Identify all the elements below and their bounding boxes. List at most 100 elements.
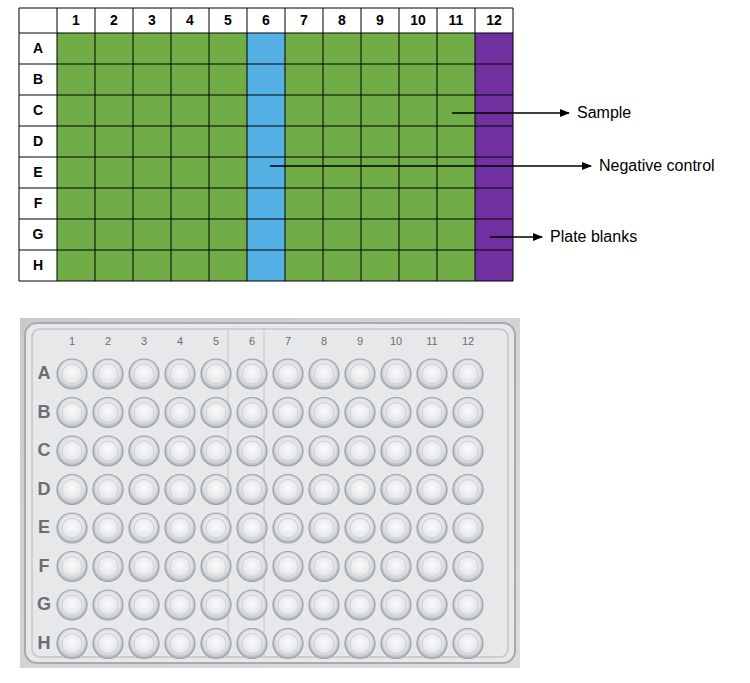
well-bottom xyxy=(242,441,262,461)
plate-well xyxy=(237,359,267,389)
well-cell xyxy=(361,219,399,250)
well-bottom xyxy=(278,364,298,384)
well-cell xyxy=(361,126,399,157)
grid-line xyxy=(323,8,324,281)
well-cell xyxy=(437,219,475,250)
plate-well xyxy=(273,436,303,466)
plate-well xyxy=(93,552,123,582)
plate-row-mark: B xyxy=(37,403,52,423)
well-cell xyxy=(247,219,285,250)
well-cell xyxy=(171,64,209,95)
well-bottom xyxy=(314,557,334,577)
well-cell xyxy=(133,250,171,281)
well-bottom xyxy=(422,595,442,615)
plate-well xyxy=(237,398,267,428)
grid-line xyxy=(513,8,514,281)
well-cell xyxy=(399,64,437,95)
well-bottom xyxy=(386,595,406,615)
well-bottom xyxy=(98,518,118,538)
well-cell xyxy=(247,250,285,281)
well-bottom xyxy=(386,480,406,500)
well-cell xyxy=(95,95,133,126)
well-bottom xyxy=(242,634,262,654)
plate-well xyxy=(57,475,87,505)
plate-well xyxy=(201,475,231,505)
plate-column-mark: 3 xyxy=(140,335,148,347)
well-bottom xyxy=(206,480,226,500)
column-header: 12 xyxy=(486,13,502,28)
well-cell xyxy=(209,188,247,219)
well-bottom xyxy=(206,634,226,654)
well-bottom xyxy=(422,634,442,654)
well-cell xyxy=(247,64,285,95)
well-cell xyxy=(437,95,475,126)
well-cell xyxy=(209,33,247,64)
plate-well xyxy=(381,359,411,389)
plate-well xyxy=(417,436,447,466)
well-cell xyxy=(247,33,285,64)
well-bottom xyxy=(458,557,478,577)
plate-rim xyxy=(32,329,508,657)
well-cell xyxy=(475,157,513,188)
well-bottom xyxy=(170,518,190,538)
well-bottom xyxy=(206,518,226,538)
well-bottom xyxy=(242,364,262,384)
plate-column-mark: 2 xyxy=(104,335,112,347)
well-cell xyxy=(171,157,209,188)
plate-well xyxy=(345,398,375,428)
well-bottom xyxy=(350,595,370,615)
plate-well xyxy=(273,590,303,620)
grid-line xyxy=(247,8,248,281)
well-bottom xyxy=(134,403,154,423)
well-cell xyxy=(171,126,209,157)
plate-well xyxy=(165,436,195,466)
well-bottom xyxy=(350,634,370,654)
well-bottom xyxy=(314,595,334,615)
row-header: G xyxy=(33,227,44,242)
column-header: 2 xyxy=(110,13,118,28)
well-bottom xyxy=(458,441,478,461)
well-cell xyxy=(285,64,323,95)
well-bottom xyxy=(314,480,334,500)
callout-label: Negative control xyxy=(599,157,715,175)
well-bottom xyxy=(206,403,226,423)
grid-line xyxy=(209,8,210,281)
plate-column-mark: 7 xyxy=(284,335,292,347)
well-bottom xyxy=(278,480,298,500)
well-bottom xyxy=(170,480,190,500)
plate-well xyxy=(237,513,267,543)
well-bottom xyxy=(350,480,370,500)
well-bottom xyxy=(134,364,154,384)
grid-line xyxy=(95,8,96,281)
well-bottom xyxy=(62,557,82,577)
well-bottom xyxy=(278,634,298,654)
well-bottom xyxy=(458,518,478,538)
well-bottom xyxy=(458,634,478,654)
well-bottom xyxy=(278,441,298,461)
well-cell xyxy=(95,33,133,64)
plate-well xyxy=(345,436,375,466)
leader-lines xyxy=(270,113,591,237)
well-cell xyxy=(475,33,513,64)
well-cell xyxy=(399,33,437,64)
well-bottom xyxy=(350,441,370,461)
well-bottom xyxy=(314,518,334,538)
plate-well xyxy=(237,475,267,505)
plate-well xyxy=(309,513,339,543)
well-bottom xyxy=(98,403,118,423)
plate-well xyxy=(309,436,339,466)
plate-well xyxy=(201,513,231,543)
plate-well xyxy=(417,629,447,659)
row-header: H xyxy=(33,258,43,273)
plate-well xyxy=(57,552,87,582)
well-bottom xyxy=(314,403,334,423)
well-cell xyxy=(247,157,285,188)
well-bottom xyxy=(62,595,82,615)
plate-well xyxy=(453,513,483,543)
well-cell xyxy=(399,250,437,281)
plate-column-mark: 8 xyxy=(320,335,328,347)
plate-well xyxy=(273,629,303,659)
plate-well xyxy=(345,590,375,620)
well-bottom xyxy=(278,403,298,423)
well-cell xyxy=(361,188,399,219)
